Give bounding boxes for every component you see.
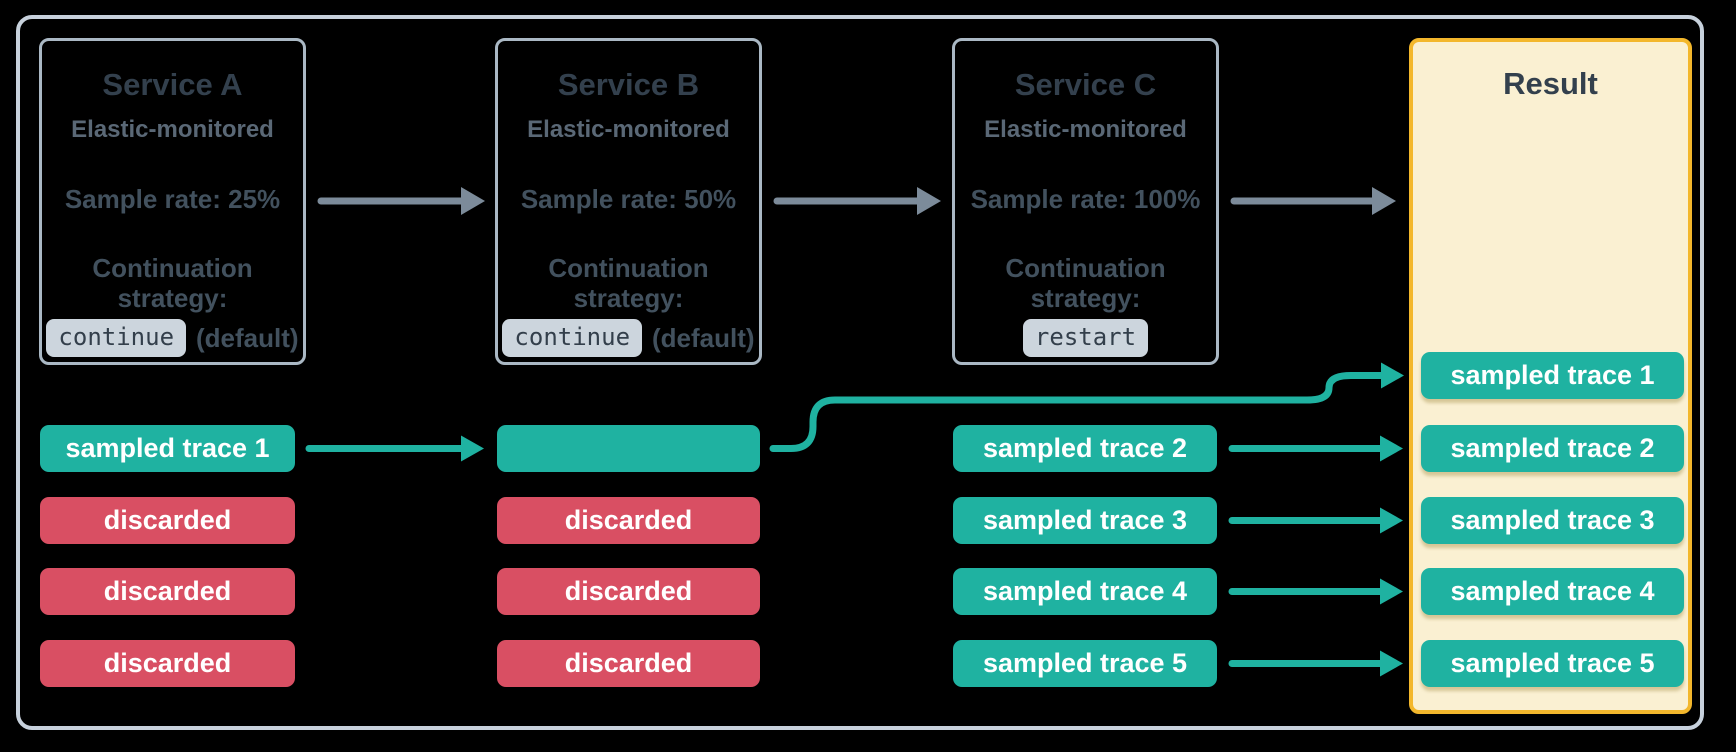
strategy-default-suffix: (default) [196, 322, 299, 353]
strategy-row: continue (default) [502, 319, 755, 358]
discarded-badge: discarded [497, 640, 760, 687]
strategy-default-suffix: (default) [652, 322, 755, 353]
discarded-badge: discarded [497, 497, 760, 544]
trace-badge: sampled trace 3 [953, 497, 1217, 544]
trace-badge: sampled trace 4 [953, 568, 1217, 615]
result-trace-badge: sampled trace 3 [1421, 497, 1684, 544]
trace-badge: sampled trace 1 [40, 425, 295, 472]
trace-badge: sampled trace 5 [953, 640, 1217, 687]
service-title: Service C [1014, 67, 1157, 102]
result-title: Result [1503, 66, 1598, 101]
discarded-badge: discarded [40, 568, 295, 615]
result-trace-badge: sampled trace 4 [1421, 568, 1684, 615]
service-c-box: Service C Elastic-monitored Sample rate:… [952, 38, 1219, 365]
trace-badge-unlabeled [497, 425, 760, 472]
service-sample-rate: Sample rate: 25% [64, 184, 281, 214]
service-monitored-label: Elastic-monitored [527, 116, 730, 143]
service-monitored-label: Elastic-monitored [71, 116, 274, 143]
strategy-row: continue (default) [46, 319, 299, 358]
strategy-code-chip: continue [46, 319, 187, 358]
service-monitored-label: Elastic-monitored [984, 116, 1187, 143]
strategy-code-chip: continue [502, 319, 643, 358]
continuation-strategy-label: Continuation strategy: [1005, 253, 1166, 314]
result-trace-badge: sampled trace 1 [1421, 352, 1684, 399]
discarded-badge: discarded [40, 640, 295, 687]
service-title: Service B [557, 67, 700, 102]
result-trace-badge: sampled trace 5 [1421, 640, 1684, 687]
service-sample-rate: Sample rate: 50% [520, 184, 737, 214]
discarded-badge: discarded [40, 497, 295, 544]
service-b-box: Service B Elastic-monitored Sample rate:… [495, 38, 762, 365]
continuation-strategy-label: Continuation strategy: [92, 253, 253, 314]
service-a-box: Service A Elastic-monitored Sample rate:… [39, 38, 306, 365]
outer-frame [16, 15, 1704, 730]
result-trace-badge: sampled trace 2 [1421, 425, 1684, 472]
discarded-badge: discarded [497, 568, 760, 615]
service-title: Service A [102, 67, 243, 102]
continuation-strategy-label: Continuation strategy: [548, 253, 709, 314]
strategy-code-chip: restart [1022, 319, 1149, 358]
trace-badge: sampled trace 2 [953, 425, 1217, 472]
service-sample-rate: Sample rate: 100% [970, 184, 1201, 214]
strategy-row: restart [1022, 319, 1149, 358]
